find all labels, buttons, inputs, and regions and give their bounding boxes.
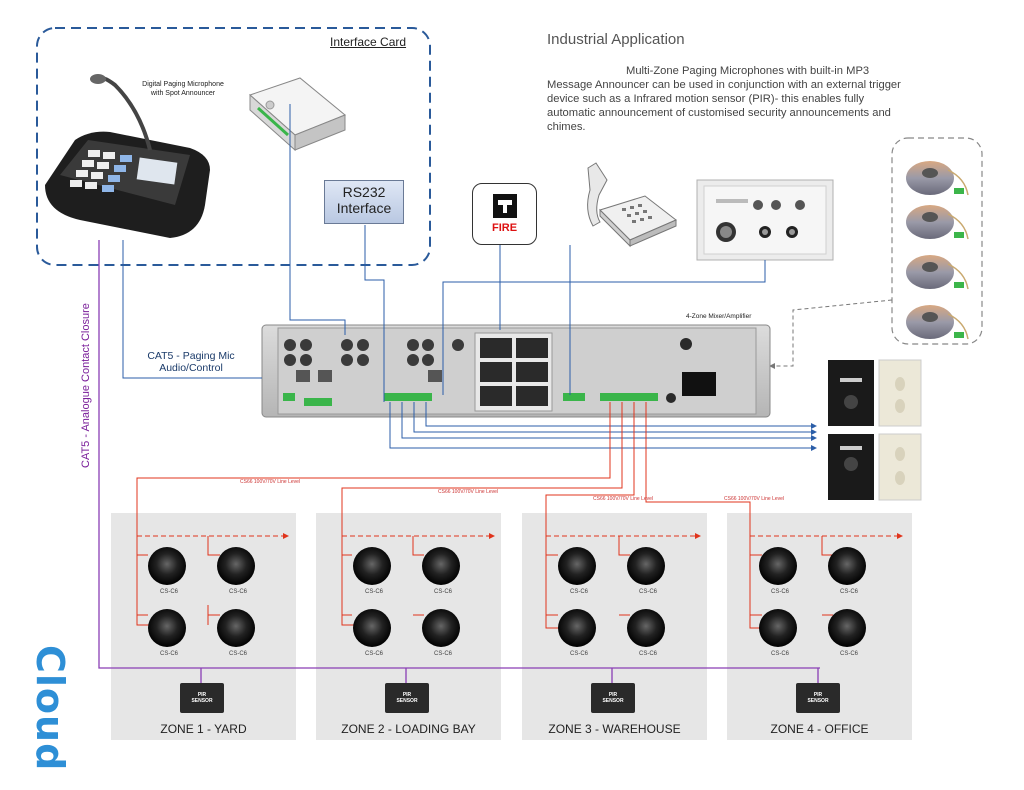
paging-microphone-icon <box>45 74 210 238</box>
microphone-label-line-2: with Spot Announcer <box>150 90 216 97</box>
speaker-caption: CS-C6 <box>639 651 658 657</box>
pir-line-1: PIR <box>402 692 412 698</box>
coil-icons <box>906 161 969 340</box>
zone-2-label: ZONE 2 - LOADING BAY <box>341 722 476 736</box>
pir-line-2: SENSOR <box>602 698 624 704</box>
speaker-caption: CS-C6 <box>840 651 859 657</box>
speaker-caption: CS-C6 <box>365 651 384 657</box>
speaker-caption: CS-C6 <box>570 589 589 595</box>
interface-card-frame <box>36 27 431 266</box>
control-wiring <box>122 104 817 451</box>
cat5-line-1: CAT5 - Paging Mic <box>147 350 235 362</box>
rs232-line-2: Interface <box>336 200 392 216</box>
fire-label: FIRE <box>491 222 518 234</box>
cloud-logo: Cloud <box>28 645 72 772</box>
speaker-caption: CS-C6 <box>434 589 453 595</box>
fire-trigger-box: FIRE <box>472 183 537 245</box>
zone-4-label: ZONE 4 - OFFICE <box>770 722 869 736</box>
pir-sensor-4-label: PIR SENSOR <box>796 692 840 704</box>
volume-control-plates <box>828 359 922 501</box>
speaker-caption: CS-C6 <box>771 589 790 595</box>
page-title: Industrial Application <box>547 31 685 48</box>
microphone-label-line-1: Digital Paging Microphone <box>142 81 224 88</box>
speaker-caption: CS-C6 <box>639 589 658 595</box>
zone-1-label: ZONE 1 - YARD <box>160 722 247 736</box>
speaker-caption: CS-C6 <box>840 589 859 595</box>
pir-line-2: SENSOR <box>191 698 213 704</box>
zone-3-label: ZONE 3 - WAREHOUSE <box>548 722 681 736</box>
interface-card-device-icon <box>249 77 346 152</box>
cat5-label: CAT5 - Paging Mic Audio/Control <box>136 350 246 374</box>
speaker-caption: CS-C6 <box>434 651 453 657</box>
description: Multi-Zone Paging Microphones with built… <box>547 64 907 134</box>
coil-group-frame <box>891 137 983 345</box>
mixer-amplifier-icon <box>261 324 771 418</box>
zone-3-line-label: CS66 100V/70V Line Level <box>593 496 654 502</box>
interface-card-label: Interface Card <box>330 35 407 49</box>
speaker-caption: CS-C6 <box>229 589 248 595</box>
speaker-wiring <box>136 402 903 629</box>
amplifier-label: 4-Zone Mixer/Amplifier <box>686 313 752 320</box>
pir-line-1: PIR <box>197 692 207 698</box>
contact-closure-label: CAT5 - Analogue Contact Closure <box>80 303 92 468</box>
microphone-label: Digital Paging Microphone with Spot Anno… <box>128 80 238 98</box>
ceiling-speakers <box>148 547 866 647</box>
pir-sensor-boxes <box>180 683 840 713</box>
speaker-caption: CS-C6 <box>160 651 179 657</box>
zone-1-line-label: CS66 100V/70V Line Level <box>240 479 301 485</box>
pir-sensor-2-label: PIR SENSOR <box>385 692 429 704</box>
zone-2-line-label: CS66 100V/70V Line Level <box>438 489 499 495</box>
pir-line-2: SENSOR <box>396 698 418 704</box>
speaker-caption: CS-C6 <box>771 651 790 657</box>
wall-input-plate-icon <box>696 179 834 261</box>
pir-sensor-1-label: PIR SENSOR <box>180 692 224 704</box>
rs232-interface-box: RS232 Interface <box>324 180 404 224</box>
contact-closure-wiring <box>98 240 820 683</box>
rs232-line-1: RS232 <box>342 184 386 200</box>
speaker-caption: CS-C6 <box>160 589 179 595</box>
speaker-caption: CS-C6 <box>229 651 248 657</box>
pir-sensor-3-label: PIR SENSOR <box>591 692 635 704</box>
description-rest: Message Announcer can be used in conjunc… <box>547 79 901 133</box>
speaker-caption: CS-C6 <box>570 651 589 657</box>
pir-line-2: SENSOR <box>807 698 829 704</box>
pir-line-1: PIR <box>608 692 618 698</box>
telephone-icon <box>587 162 677 248</box>
description-line-1: Multi-Zone Paging Microphones with built… <box>626 65 870 77</box>
cat5-line-2: Audio/Control <box>159 362 223 374</box>
speaker-caption: CS-C6 <box>365 589 384 595</box>
fire-alarm-icon <box>492 194 517 218</box>
pir-line-1: PIR <box>813 692 823 698</box>
zone-4-line-label: CS66 100V/70V Line Level <box>724 496 785 502</box>
